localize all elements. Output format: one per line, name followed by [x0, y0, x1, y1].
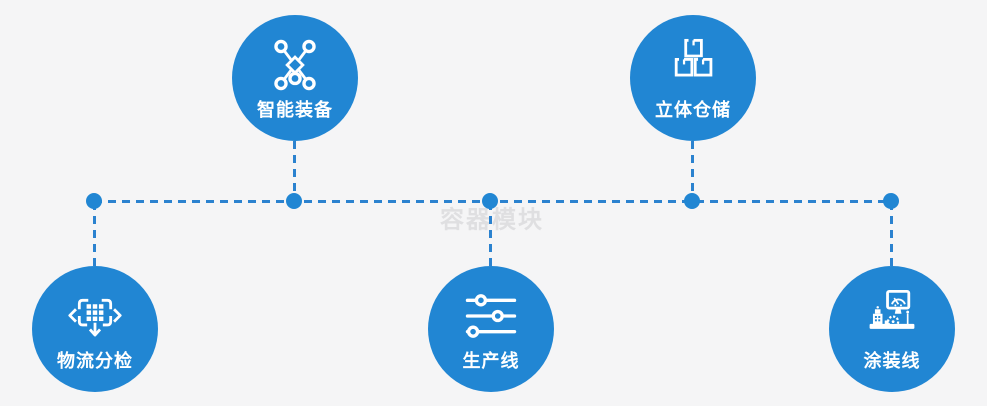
- node-label: 立体仓储: [655, 100, 731, 120]
- node-production-line: 生产线: [428, 266, 554, 392]
- junction-dot: [286, 193, 302, 209]
- stacked-boxes-icon: [665, 37, 721, 93]
- node-label: 智能装备: [257, 100, 333, 120]
- node-smart-equipment: 智能装备: [232, 15, 358, 141]
- network-nodes-icon: [267, 37, 323, 93]
- sorting-arrows-icon: [67, 288, 123, 344]
- connector-vertical-logistics-sorting: [93, 202, 96, 266]
- connector-vertical-smart-equipment: [293, 141, 296, 201]
- junction-dot: [482, 193, 498, 209]
- connector-vertical-production-line: [489, 202, 492, 266]
- connector-vertical-coating-line: [890, 202, 893, 266]
- junction-dot: [883, 193, 899, 209]
- node-label: 生产线: [462, 351, 520, 371]
- machine-monitor-icon: [864, 288, 920, 344]
- node-warehouse-storage: 立体仓储: [630, 15, 756, 141]
- node-label: 涂装线: [863, 351, 921, 371]
- junction-dot: [86, 193, 102, 209]
- connector-vertical-warehouse-storage: [691, 141, 694, 201]
- node-label: 物流分检: [57, 351, 133, 371]
- node-logistics-sorting: 物流分检: [32, 266, 158, 392]
- sliders-icon: [463, 288, 519, 344]
- junction-dot: [684, 193, 700, 209]
- node-coating-line: 涂装线: [829, 266, 955, 392]
